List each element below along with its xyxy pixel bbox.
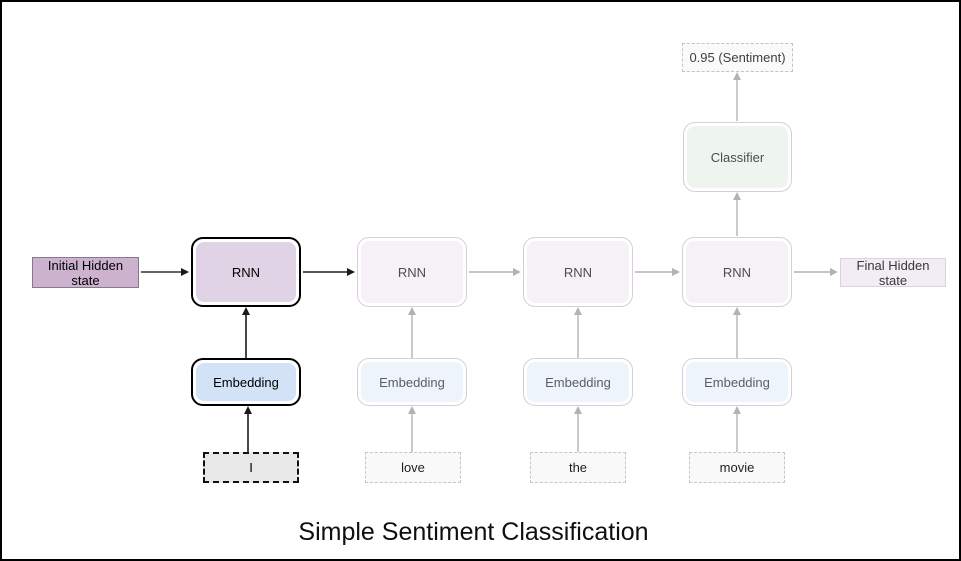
word-node-love: love	[365, 452, 461, 483]
sentiment-output-node: 0.95 (Sentiment)	[682, 43, 793, 72]
rnn-node-2: RNN	[357, 237, 467, 307]
embedding-label-2: Embedding	[361, 362, 463, 402]
rnn-label-1: RNN	[196, 242, 296, 302]
embedding-label-4: Embedding	[686, 362, 788, 402]
sentiment-output-label: 0.95 (Sentiment)	[689, 50, 786, 65]
word-node-i: I	[203, 452, 299, 483]
initial-hidden-state-label: Initial Hidden state	[47, 257, 124, 288]
embedding-node-4: Embedding	[682, 358, 792, 406]
word-node-the: the	[530, 452, 626, 483]
embedding-node-2: Embedding	[357, 358, 467, 406]
embedding-label-3: Embedding	[527, 362, 629, 402]
embedding-node-1: Embedding	[191, 358, 301, 406]
rnn-label-3: RNN	[527, 241, 629, 303]
final-hidden-state-node: Final Hidden state	[840, 257, 946, 288]
rnn-label-4: RNN	[686, 241, 788, 303]
rnn-node-1: RNN	[191, 237, 301, 307]
word-label-i: I	[249, 460, 253, 475]
embedding-node-3: Embedding	[523, 358, 633, 406]
word-node-movie: movie	[689, 452, 785, 483]
word-label-the: the	[568, 460, 588, 475]
classifier-node: Classifier	[683, 122, 792, 192]
rnn-node-4: RNN	[682, 237, 792, 307]
final-hidden-state-label: Final Hidden state	[856, 257, 930, 288]
word-label-love: love	[401, 460, 425, 475]
word-label-movie: movie	[719, 460, 755, 475]
diagram-title: Simple Sentiment Classification	[298, 518, 649, 546]
rnn-label-2: RNN	[361, 241, 463, 303]
classifier-label: Classifier	[687, 126, 788, 188]
initial-hidden-state-node: Initial Hidden state	[32, 257, 139, 288]
embedding-label-1: Embedding	[196, 363, 296, 401]
rnn-node-3: RNN	[523, 237, 633, 307]
